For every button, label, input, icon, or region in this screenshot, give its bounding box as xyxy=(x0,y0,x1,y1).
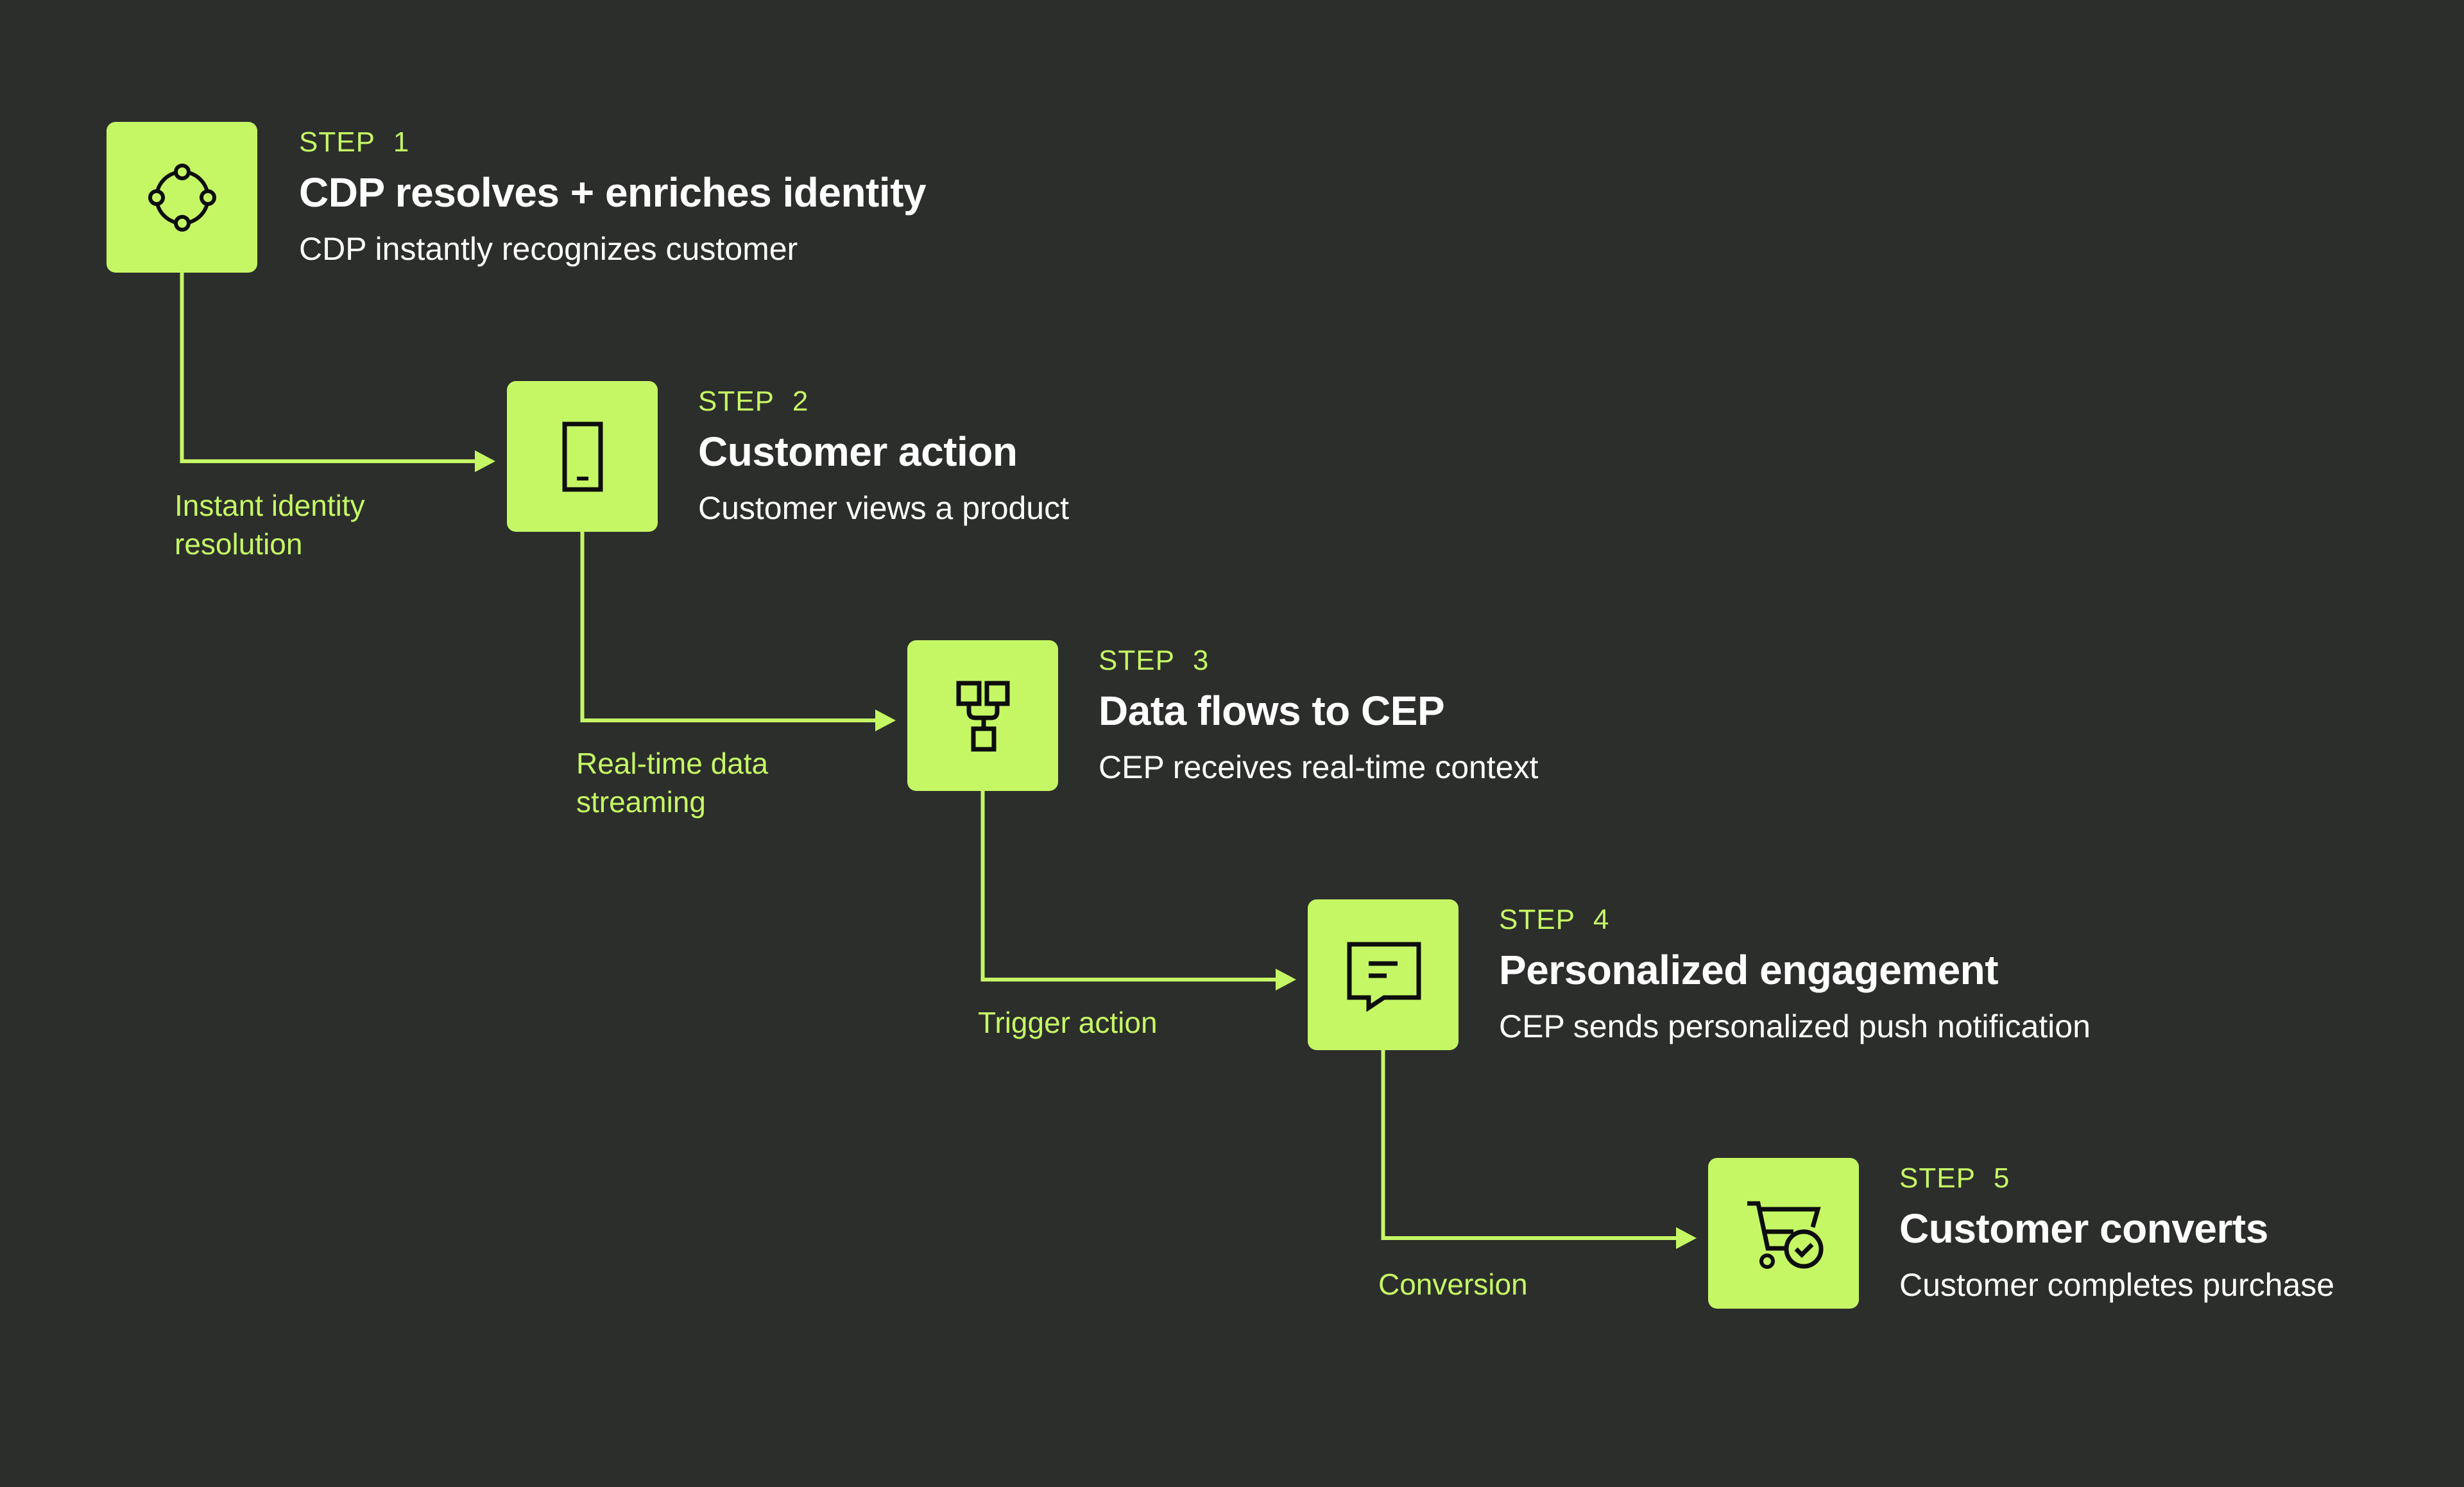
step-label: STEP 1 xyxy=(299,126,409,159)
step-number: 3 xyxy=(1192,645,1210,676)
step-1-icon-box xyxy=(107,122,257,273)
step-description: CDP instantly recognizes customer xyxy=(299,231,798,267)
chat-message-icon xyxy=(1347,942,1421,1012)
step-word: STEP xyxy=(698,386,774,417)
connector-line-3 xyxy=(980,791,1277,981)
step-number: 5 xyxy=(1993,1162,2010,1194)
step-word: STEP xyxy=(1499,904,1575,935)
cart-check-icon xyxy=(1747,1201,1823,1269)
step-number: 2 xyxy=(792,386,809,417)
step-label: STEP 5 xyxy=(1899,1162,2010,1195)
step-title: Data flows to CEP xyxy=(1099,688,1445,734)
step-2-icon-box xyxy=(507,381,658,532)
step-description: Customer views a product xyxy=(698,490,1070,526)
step-5-icon-box xyxy=(1708,1158,1859,1309)
connector-line-2 xyxy=(580,532,877,722)
step-word: STEP xyxy=(1899,1162,1976,1194)
step-number: 4 xyxy=(1593,904,1610,935)
data-flow-icon xyxy=(956,681,1009,751)
mobile-phone-icon xyxy=(562,421,603,491)
connector-line-4 xyxy=(1381,1050,1677,1240)
step-label: STEP 2 xyxy=(698,385,809,418)
connector-arrowhead-2 xyxy=(875,710,896,731)
step-word: STEP xyxy=(1099,645,1175,676)
connector-arrowhead-3 xyxy=(1276,969,1296,990)
step-description: Customer completes purchase xyxy=(1899,1267,2335,1303)
connector-arrowhead-4 xyxy=(1676,1227,1697,1249)
step-4-icon-box xyxy=(1308,899,1459,1050)
connector-label-2: Real-time data streaming xyxy=(576,747,769,819)
identity-nodes-icon xyxy=(148,163,216,232)
step-title: Customer action xyxy=(698,429,1018,475)
step-label: STEP 4 xyxy=(1499,903,1609,937)
connector-arrowhead-1 xyxy=(475,450,495,472)
step-3-icon-box xyxy=(907,640,1058,791)
step-description: CEP sends personalized push notification xyxy=(1499,1008,2091,1044)
step-title: Customer converts xyxy=(1899,1205,2268,1252)
connector-line-1 xyxy=(180,273,476,463)
step-title: Personalized engagement xyxy=(1499,947,1999,993)
step-word: STEP xyxy=(299,126,375,158)
connector-label-3: Trigger action xyxy=(978,1006,1158,1039)
step-description: CEP receives real-time context xyxy=(1099,749,1539,785)
step-number: 1 xyxy=(393,126,410,158)
step-label: STEP 3 xyxy=(1099,644,1209,677)
connector-label-1: Instant identity resolution xyxy=(175,489,365,561)
connector-label-4: Conversion xyxy=(1378,1268,1528,1301)
step-title: CDP resolves + enriches identity xyxy=(299,169,927,216)
